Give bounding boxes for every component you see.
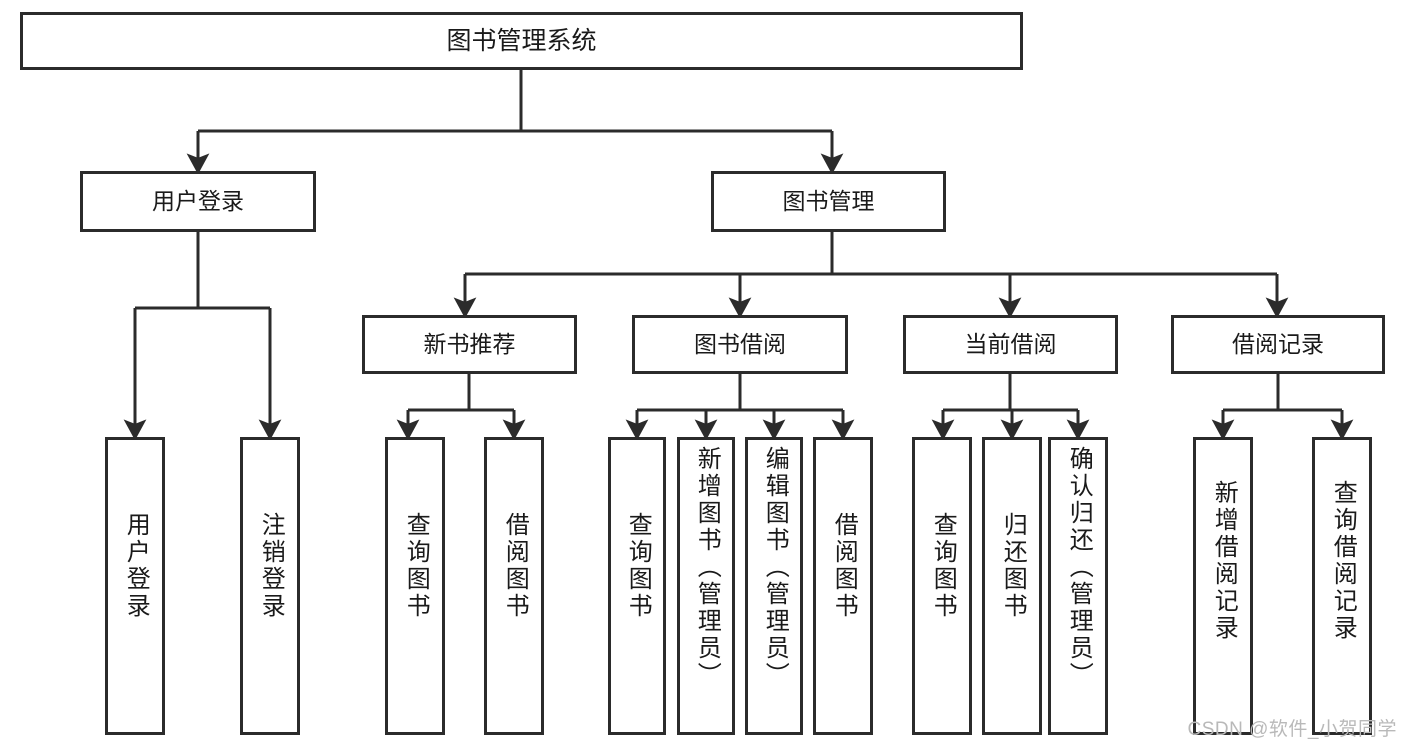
node-label: 新增借阅记录: [1210, 480, 1238, 642]
node-label: 查询图书: [624, 512, 652, 620]
node-label: 图书管理系统: [446, 26, 597, 55]
node-label: 查询借阅记录: [1329, 480, 1357, 642]
leaf-user-logout[interactable]: 注销登录: [240, 437, 300, 735]
leaf-borrow-add-book-admin[interactable]: 新增图书（管理员）: [677, 437, 735, 735]
node-label: 用户登录: [152, 188, 244, 215]
node-label: 查询图书: [402, 512, 430, 620]
node-label: 图书管理: [782, 188, 875, 215]
node-label: 注销登录: [257, 512, 285, 620]
node-label: 借阅图书: [501, 512, 529, 620]
node-current-borrow[interactable]: 当前借阅: [903, 315, 1118, 374]
leaf-current-return-book[interactable]: 归还图书: [982, 437, 1042, 735]
node-label: 借阅记录: [1232, 331, 1324, 358]
node-label: 确认归还（管理员）: [1065, 446, 1093, 689]
leaf-current-query-book[interactable]: 查询图书: [912, 437, 972, 735]
watermark: CSDN @软件_小贺同学: [1187, 719, 1397, 740]
node-borrow-record[interactable]: 借阅记录: [1171, 315, 1385, 374]
leaf-recommend-query-book[interactable]: 查询图书: [385, 437, 445, 735]
node-book-borrow[interactable]: 图书借阅: [632, 315, 848, 374]
node-label: 新书推荐: [423, 331, 516, 358]
node-new-book-recommend[interactable]: 新书推荐: [362, 315, 577, 374]
node-label: 查询图书: [929, 512, 957, 620]
node-label: 编辑图书（管理员）: [761, 446, 789, 689]
node-label: 新增图书（管理员）: [693, 446, 721, 689]
node-label: 当前借阅: [964, 331, 1057, 358]
leaf-borrow-edit-book-admin[interactable]: 编辑图书（管理员）: [745, 437, 803, 735]
node-label: 借阅图书: [830, 512, 858, 620]
node-label: 归还图书: [999, 512, 1027, 620]
leaf-borrow-borrow-book[interactable]: 借阅图书: [813, 437, 873, 735]
node-root-system[interactable]: 图书管理系统: [20, 12, 1023, 70]
node-label: 用户登录: [122, 512, 150, 620]
leaf-record-query-borrow-record[interactable]: 查询借阅记录: [1312, 437, 1372, 735]
node-user-login[interactable]: 用户登录: [80, 171, 316, 232]
node-label: 图书借阅: [694, 331, 786, 358]
leaf-recommend-borrow-book[interactable]: 借阅图书: [484, 437, 544, 735]
leaf-user-login[interactable]: 用户登录: [105, 437, 165, 735]
leaf-borrow-query-book[interactable]: 查询图书: [608, 437, 666, 735]
node-book-management[interactable]: 图书管理: [711, 171, 946, 232]
leaf-current-confirm-return-admin[interactable]: 确认归还（管理员）: [1048, 437, 1108, 735]
leaf-record-add-borrow-record[interactable]: 新增借阅记录: [1193, 437, 1253, 735]
